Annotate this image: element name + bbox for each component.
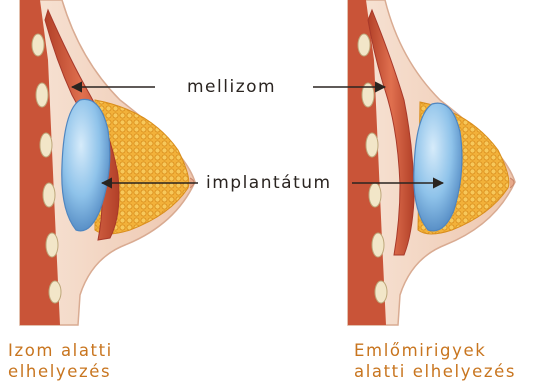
caption-left-line1: Izom alatti xyxy=(8,341,113,361)
submuscular-diagram xyxy=(20,0,195,325)
implant-label: implantátum xyxy=(206,173,332,193)
caption-right-line1: Emlőmirigyek xyxy=(354,341,486,361)
muscle-label: mellizom xyxy=(187,77,276,97)
subglandular-diagram xyxy=(348,0,515,325)
caption-left-line2: elhelyezés xyxy=(8,362,111,382)
caption-right-line2: alatti elhelyezés xyxy=(354,362,516,382)
